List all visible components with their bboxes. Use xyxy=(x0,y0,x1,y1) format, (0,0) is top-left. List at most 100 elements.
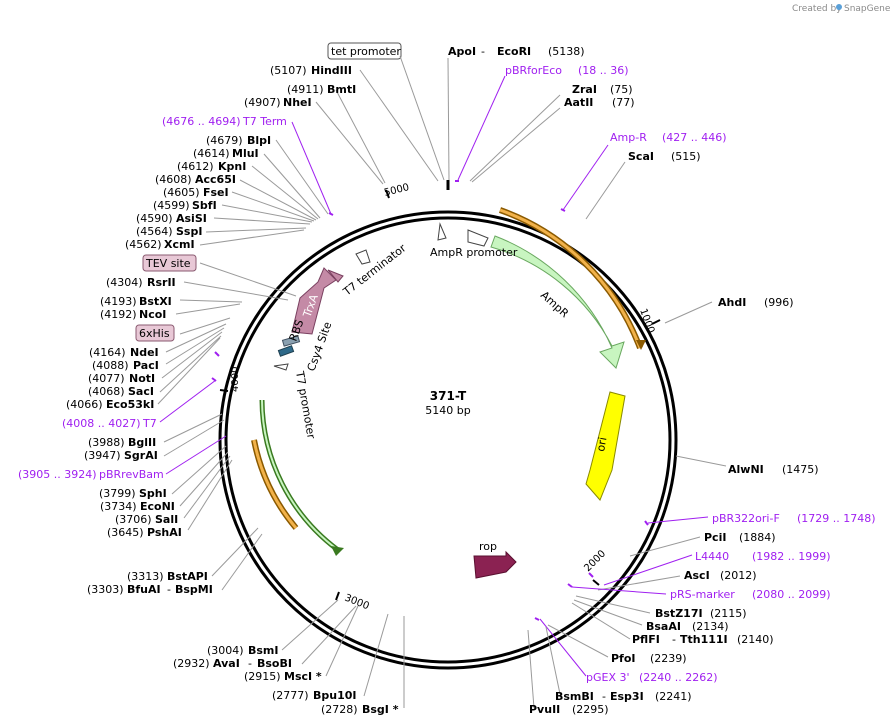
site-bstz17i-pos: (2115) xyxy=(710,607,747,620)
site-bstapi-pos: (3313) xyxy=(127,570,164,583)
site-nhei-pos: (4907) xyxy=(244,96,281,109)
site-ecori: EcoRI xyxy=(497,45,531,58)
site-econi-pos: (3734) xyxy=(100,500,137,513)
site-bfuai: BfuAI xyxy=(127,583,161,596)
site-bsmbi: BsmBI xyxy=(555,690,594,703)
site-esp3i-pos: (2241) xyxy=(655,690,692,703)
site-saci-pos: (4068) xyxy=(88,385,125,398)
site-pfoi: PfoI xyxy=(611,652,636,665)
site-mlui-pos: (4614) xyxy=(193,147,230,160)
site-ahdi: AhdI xyxy=(718,296,746,309)
site-bsgi: BsgI * xyxy=(362,703,399,716)
svg-text:-: - xyxy=(672,633,676,646)
primer-amp-r: Amp-R xyxy=(610,131,647,144)
site-asci-pos: (2012) xyxy=(720,569,757,582)
ori-arrow xyxy=(585,391,626,501)
site-bfuai-pos: (3303) xyxy=(87,583,124,596)
snapgene-credit: Created by SnapGene xyxy=(792,4,890,14)
tick-2000: 2000 xyxy=(582,548,608,574)
primer-pbr322ori-f: pBR322ori-F xyxy=(712,512,780,525)
site-asisi: AsiSI xyxy=(176,212,207,225)
site-sgrai: SgrAI xyxy=(124,449,158,462)
site-pshai-pos: (3645) xyxy=(107,526,144,539)
site-fsei: FseI xyxy=(203,186,229,199)
primer-prs-marker: pRS-marker xyxy=(670,588,735,601)
site-bstapi: BstAPI xyxy=(167,570,208,583)
ori-label: ori xyxy=(594,436,609,452)
site-pcii-pos: (1884) xyxy=(739,531,776,544)
site-tth111i-pos: (2140) xyxy=(737,633,774,646)
tev-site-box xyxy=(142,254,197,272)
site-ndei-pos: (4164) xyxy=(89,346,126,359)
primer-pbrrevbam-pos: (3905 .. 3924) xyxy=(18,468,97,481)
plasmid-length: 5140 bp xyxy=(425,404,470,417)
site-ndei: NdeI xyxy=(130,346,159,359)
feature-arcs xyxy=(251,207,646,579)
site-bstz17i: BstZ17I xyxy=(655,607,703,620)
site-pvuii: PvuII xyxy=(529,703,560,716)
primer-pbrrevbam: pBRrevBam xyxy=(99,468,164,481)
site-acc65i-pos: (4608) xyxy=(155,173,192,186)
site-avai-pos: (2932) xyxy=(173,657,210,670)
site-paci-pos: (4088) xyxy=(92,359,129,372)
site-eco53ki-pos: (4066) xyxy=(66,398,103,411)
primer-amp-r-pos: (427 .. 446) xyxy=(662,131,727,144)
rop-label: rop xyxy=(479,540,497,553)
site-ecori-pos: (5138) xyxy=(548,45,585,58)
site-bsmi: BsmI xyxy=(248,644,279,657)
site-pcii: PciI xyxy=(704,531,726,544)
tet-promoter-box xyxy=(327,42,402,60)
trxa-arrow xyxy=(291,267,337,335)
tet-promoter-label: tet promoter xyxy=(331,45,401,58)
left-site-labels: (5107) HindIII (4911) BmtI (4907) NheI (… xyxy=(18,64,399,716)
site-scai: ScaI xyxy=(628,150,654,163)
site-bsmi-pos: (3004) xyxy=(207,644,244,657)
svg-text:-: - xyxy=(481,45,485,58)
site-sspi-pos: (4564) xyxy=(136,225,173,238)
site-aatii: AatII xyxy=(564,96,593,109)
svg-text:-: - xyxy=(167,583,171,596)
ampr-label: AmpR xyxy=(538,289,571,321)
pbrrevbam-arc xyxy=(251,439,299,530)
site-pshai: PshAI xyxy=(147,526,182,539)
site-ahdi-pos: (996) xyxy=(764,296,794,309)
site-bstxi: BstXI xyxy=(139,295,172,308)
t7-terminator-label: T7 terminator xyxy=(340,241,409,299)
right-site-labels: ApoI - EcoRI (5138) pBRforEco (18 .. 36)… xyxy=(448,45,876,716)
site-zrai-pos: (75) xyxy=(610,83,633,96)
csy4-mark xyxy=(277,345,295,357)
leaders-right xyxy=(447,57,727,709)
credit-brand: SnapGene xyxy=(844,4,890,14)
ampr-promoter-mark xyxy=(467,229,489,247)
site-hindiii-pos: (5107) xyxy=(270,64,307,77)
svg-text:-: - xyxy=(602,690,606,703)
site-sali: SalI xyxy=(155,513,178,526)
6xhis-label: 6xHis xyxy=(139,327,170,340)
tick-5000: 5000 xyxy=(383,182,410,199)
site-pflfi: PflFI xyxy=(632,633,660,646)
primer-pbrforeco-pos: (18 .. 36) xyxy=(578,64,629,77)
site-bstxi-pos: (4193) xyxy=(100,295,137,308)
site-nhei: NheI xyxy=(283,96,312,109)
site-bsaai: BsaAI xyxy=(646,620,681,633)
site-tth111i: Tth111I xyxy=(680,633,728,646)
plasmid-name: 371-T xyxy=(430,389,467,403)
backbone-inner xyxy=(224,216,672,664)
site-esp3i: Esp3I xyxy=(610,690,644,703)
site-xcmi: XcmI xyxy=(164,238,195,251)
rop-arrow xyxy=(473,550,517,579)
credit-prefix: Created by xyxy=(792,4,842,14)
boxed-labels: tet promoter TEV site 6xHis xyxy=(135,42,402,342)
tick-4000: 4000 xyxy=(230,367,241,392)
site-noti-pos: (4077) xyxy=(88,372,125,385)
site-aatii-pos: (77) xyxy=(612,96,635,109)
site-msci: MscI * xyxy=(284,670,322,683)
site-sali-pos: (3706) xyxy=(115,513,152,526)
site-msci-pos: (2915) xyxy=(244,670,281,683)
site-sspi: SspI xyxy=(176,225,202,238)
primer-t7term-pos: (4676 .. 4694) xyxy=(162,115,241,128)
primer-prs-marker-pos: (2080 .. 2099) xyxy=(752,588,831,601)
primer-pgex3: pGEX 3' xyxy=(586,671,630,684)
site-blpi-pos: (4679) xyxy=(206,134,243,147)
primer-l4440-pos: (1982 .. 1999) xyxy=(752,550,831,563)
